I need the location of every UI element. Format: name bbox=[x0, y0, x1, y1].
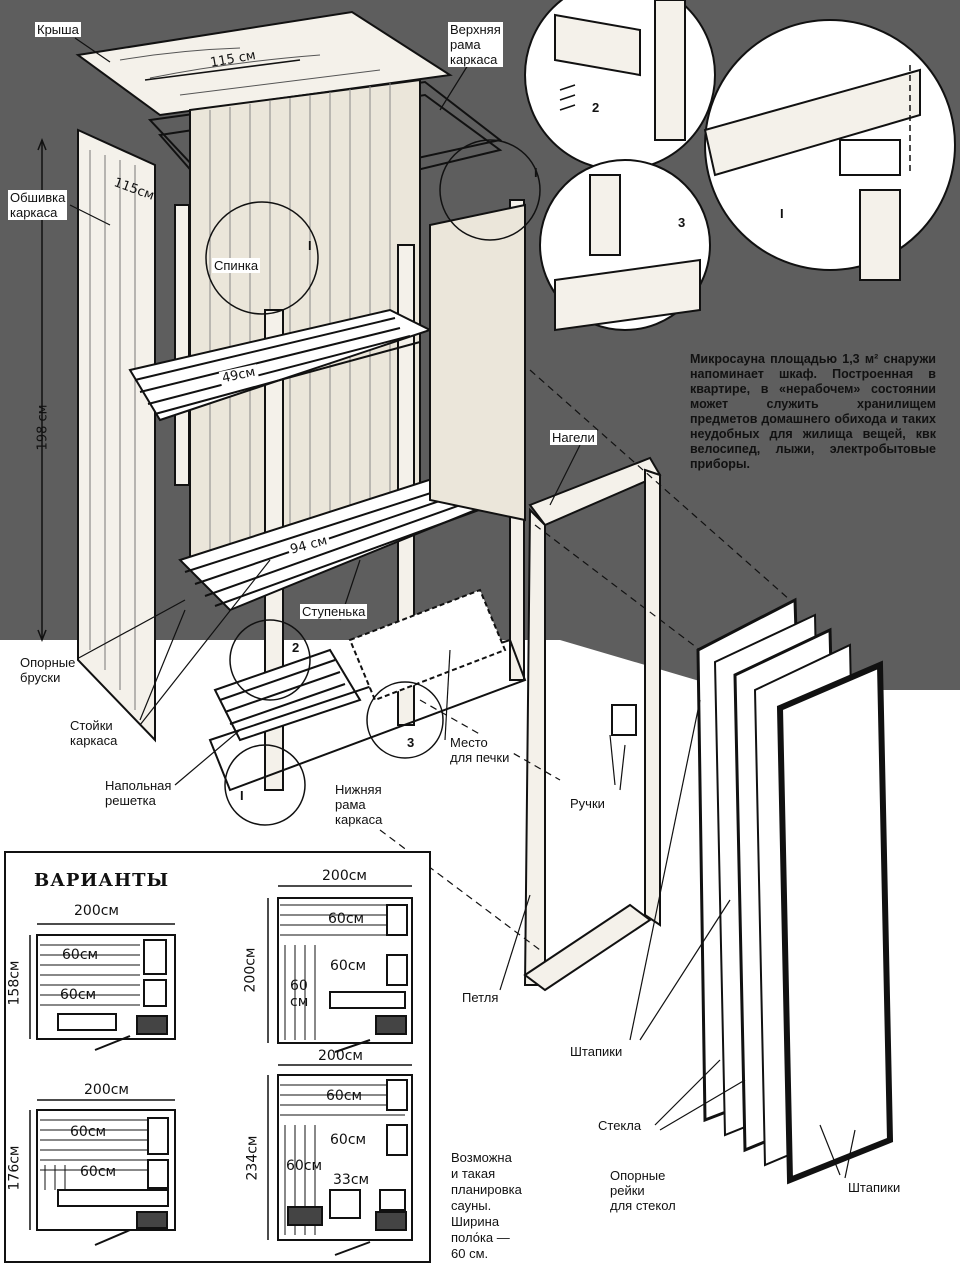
label-dowels: Нагели bbox=[550, 430, 597, 445]
v2-bench1: 60см bbox=[328, 911, 365, 927]
v4-height: 234см bbox=[244, 1135, 261, 1181]
sauna-cabin bbox=[75, 10, 527, 792]
detail-markers bbox=[205, 139, 541, 826]
label-sheathing: Обшивка каркаса bbox=[8, 190, 68, 220]
v4-bench4: 33см bbox=[333, 1172, 370, 1188]
label-stove-place: Место для печки bbox=[448, 735, 512, 765]
variant-plans bbox=[36, 897, 413, 1256]
leader-lines bbox=[69, 37, 856, 1179]
v4-width: 200см bbox=[318, 1048, 363, 1064]
marker-number-1: I bbox=[308, 238, 312, 253]
label-glass: Стекла bbox=[598, 1118, 642, 1133]
guide-lines bbox=[379, 369, 791, 951]
label-handles: Ручки bbox=[570, 796, 605, 811]
v4-bench2: 60см bbox=[330, 1132, 367, 1148]
label-frame-posts: Стойки каркаса bbox=[68, 718, 120, 748]
label-step: Ступенька bbox=[300, 604, 368, 619]
v1-height: 158см bbox=[6, 960, 23, 1006]
v3-bench1: 60см bbox=[70, 1124, 107, 1140]
detail-zoom-3 bbox=[539, 159, 711, 332]
v3-width: 200см bbox=[84, 1082, 129, 1098]
v2-bench3: 60 см bbox=[290, 978, 309, 1010]
dimension-lines bbox=[37, 59, 301, 643]
label-backrest: Спинка bbox=[212, 258, 261, 273]
label-top-frame: Верхняя рама каркаса bbox=[448, 22, 503, 67]
door-frame bbox=[523, 456, 662, 992]
v3-bench2: 60см bbox=[80, 1164, 117, 1180]
v2-bench2: 60см bbox=[330, 958, 367, 974]
marker-number-3: 3 bbox=[407, 735, 415, 750]
marker-number-1-bottom: I bbox=[240, 788, 244, 803]
marker-number-1-top: I bbox=[534, 165, 538, 180]
v1-width: 200см bbox=[74, 903, 119, 919]
v4-bench3: 60см bbox=[286, 1158, 323, 1174]
label-support-bars: Опорные бруски bbox=[18, 655, 78, 685]
label-roof: Крыша bbox=[35, 22, 81, 37]
v2-width: 200см bbox=[322, 868, 367, 884]
label-glass-rails: Опорные рейки для стекол bbox=[610, 1168, 676, 1213]
detail-number-1: I bbox=[780, 206, 784, 221]
v3-height: 176см bbox=[6, 1145, 23, 1191]
detail-zoom-1 bbox=[703, 19, 956, 281]
label-floor-grate: Напольная решетка bbox=[103, 778, 174, 808]
variant-dimension-lines bbox=[29, 885, 412, 1240]
glass-panels bbox=[696, 597, 894, 1185]
variants-note: Возможна и такая планировка сауны. Ширин… bbox=[451, 1150, 522, 1261]
v4-bench1: 60см bbox=[326, 1088, 363, 1104]
v2-height: 200см bbox=[242, 947, 259, 993]
label-bottom-frame: Нижняя рама каркаса bbox=[333, 782, 385, 827]
detail-number-3: 3 bbox=[678, 215, 686, 230]
label-hinge: Петля bbox=[462, 990, 499, 1005]
dim-height: 198 см bbox=[35, 404, 51, 451]
v1-bench2: 60см bbox=[60, 987, 97, 1003]
variants-title: ВАРИАНТЫ bbox=[34, 870, 170, 891]
marker-number-2: 2 bbox=[292, 640, 300, 655]
label-beads-right: Штапики bbox=[848, 1180, 901, 1195]
detail-zoom-2 bbox=[524, 0, 716, 171]
v1-bench1: 60см bbox=[62, 947, 99, 963]
detail-number-2: 2 bbox=[592, 100, 600, 115]
label-beads-left: Штапики bbox=[570, 1044, 623, 1059]
caption-text: Микросауна площадью 1,3 м² снаружи напом… bbox=[690, 352, 936, 471]
